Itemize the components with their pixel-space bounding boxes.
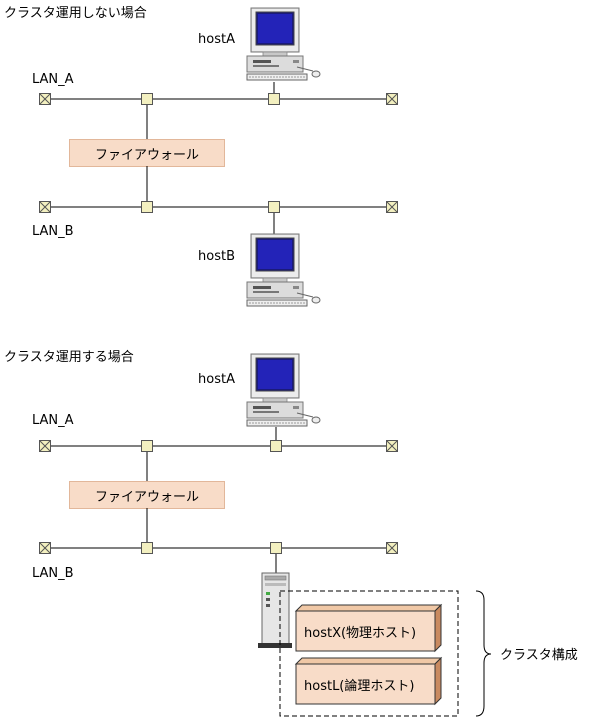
label-host-a-top: hostA bbox=[198, 32, 235, 47]
terminator-node bbox=[39, 93, 51, 105]
section-title-cluster: クラスタ運用する場合 bbox=[4, 350, 134, 365]
host-l-box bbox=[294, 656, 443, 706]
terminator-node bbox=[39, 542, 51, 554]
junction-node bbox=[141, 201, 153, 213]
host-x-box bbox=[294, 603, 443, 653]
computer-icon-host-a-bottom bbox=[246, 353, 321, 427]
label-lan-a-top: LAN_A bbox=[32, 72, 74, 87]
junction-node bbox=[268, 93, 280, 105]
computer-icon-host-b bbox=[246, 233, 321, 307]
cluster-brace bbox=[475, 590, 492, 717]
terminator-node bbox=[386, 542, 398, 554]
terminator-node bbox=[39, 201, 51, 213]
terminator-node bbox=[386, 440, 398, 452]
label-lan-b-bottom: LAN_B bbox=[32, 566, 74, 581]
firewall-box-top: ファイアウォール bbox=[69, 139, 225, 167]
junction-node bbox=[268, 201, 280, 213]
junction-node bbox=[270, 440, 282, 452]
server-tower-icon bbox=[258, 572, 292, 648]
firewall-label-bottom: ファイアウォール bbox=[94, 489, 199, 505]
computer-icon-host-a-top bbox=[246, 7, 321, 81]
cluster-config-label: クラスタ構成 bbox=[500, 648, 578, 663]
host-x-label: hostX(物理ホスト) bbox=[304, 626, 417, 641]
junction-node bbox=[141, 542, 153, 554]
label-lan-a-bottom: LAN_A bbox=[32, 413, 74, 428]
terminator-node bbox=[39, 440, 51, 452]
label-lan-b-top: LAN_B bbox=[32, 224, 74, 239]
cluster-boundary bbox=[279, 590, 459, 717]
label-host-a-bottom: hostA bbox=[198, 372, 235, 387]
firewall-label-top: ファイアウォール bbox=[94, 147, 199, 163]
junction-node bbox=[270, 542, 282, 554]
label-host-b-top: hostB bbox=[198, 249, 235, 264]
junction-node bbox=[141, 440, 153, 452]
junction-node bbox=[141, 93, 153, 105]
host-l-label: hostL(論理ホスト) bbox=[304, 679, 415, 694]
terminator-node bbox=[386, 93, 398, 105]
section-title-no-cluster: クラスタ運用しない場合 bbox=[4, 6, 147, 21]
terminator-node bbox=[386, 201, 398, 213]
